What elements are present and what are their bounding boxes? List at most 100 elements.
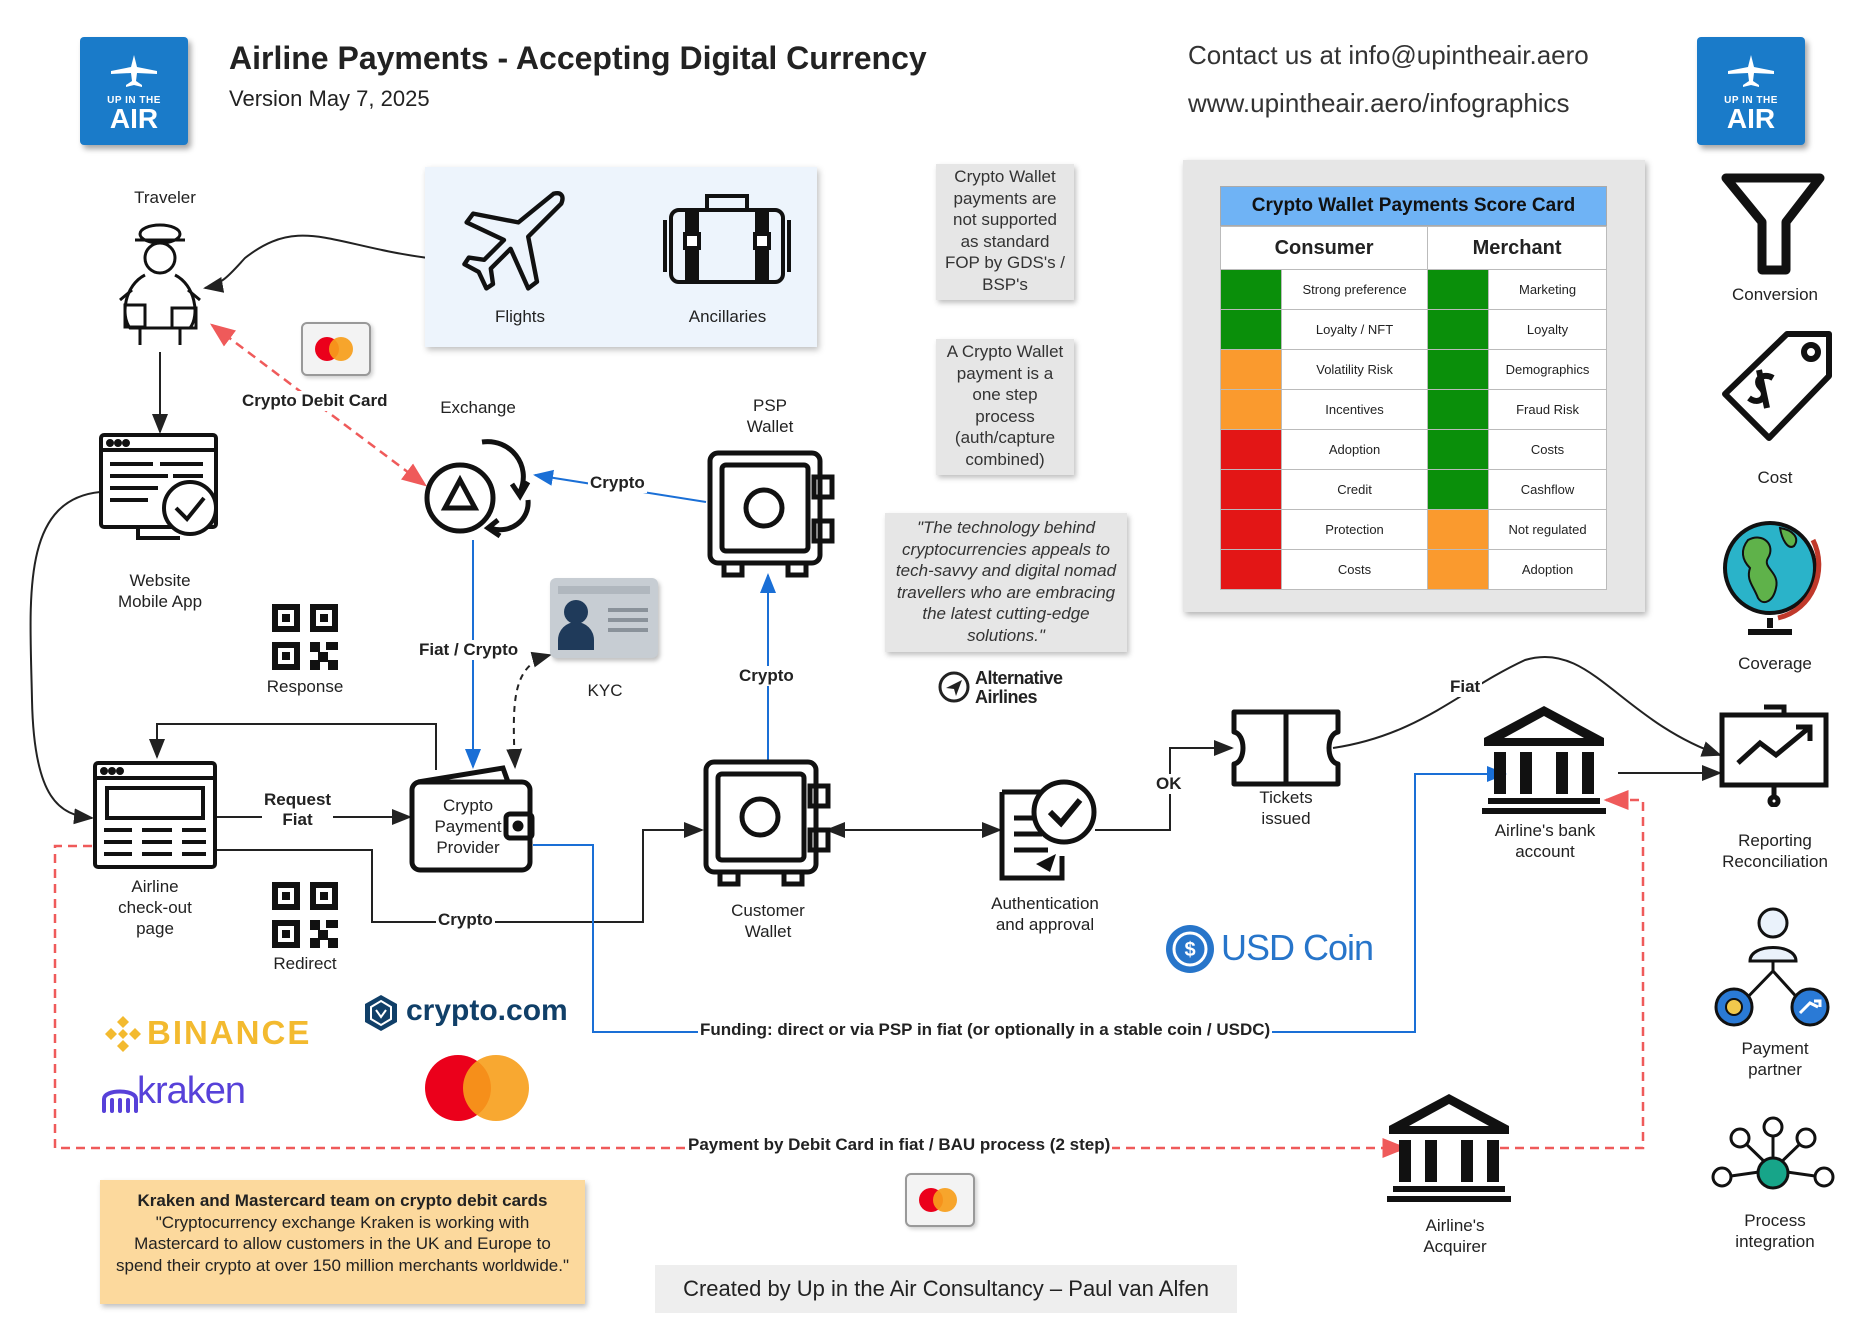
binance-icon: [105, 1016, 141, 1052]
note-line: tech-savvy and digital nomad: [895, 561, 1117, 580]
usd-coin-logo: USD Coin: [1221, 927, 1374, 968]
score-cell: [1220, 269, 1282, 310]
kraken-icon: [102, 1089, 138, 1113]
score-cell: [1220, 429, 1282, 470]
score-cell: [1427, 429, 1490, 470]
svg-text:$: $: [1184, 939, 1195, 961]
score-cell: [1220, 309, 1282, 350]
authentication-label: Authentication and approval: [975, 893, 1115, 935]
score-label: Cashflow: [1488, 469, 1607, 510]
version-label: Version May 7, 2025: [229, 86, 430, 111]
score-label: Not regulated: [1488, 509, 1607, 550]
luggage-icon: [663, 194, 791, 284]
website-link[interactable]: www.upintheair.aero/infographics: [1188, 88, 1570, 118]
tickets-label-line1: Tickets: [1259, 788, 1313, 807]
auth-label-line2: and approval: [995, 915, 1095, 934]
bank-label-line2: account: [1515, 842, 1575, 861]
authentication-icon: [999, 779, 1097, 881]
website-label: Website Mobile App: [100, 570, 220, 612]
bank-icon: [1482, 706, 1606, 814]
edge-cpp-checkout: [149, 723, 437, 770]
tickets-label: Tickets issued: [1236, 787, 1336, 829]
website-icon: [99, 433, 218, 540]
score-label: Costs: [1488, 429, 1607, 470]
products-box: [425, 167, 817, 347]
acquirer-label-line2: Acquirer: [1423, 1237, 1487, 1256]
note-line: payments are: [953, 188, 1057, 208]
edge-website-checkout: [29, 491, 101, 825]
score-label: Volatility Risk: [1280, 349, 1429, 390]
reporting-label: Reporting Reconciliation: [1705, 830, 1845, 872]
alternative-airlines-logo-icon: [938, 671, 970, 703]
funding-label: Funding: direct or via PSP in fiat (or o…: [698, 1020, 1273, 1040]
note-line: (auth/capture: [954, 428, 1056, 447]
alt-airlines-line1: Alternative: [975, 668, 1063, 688]
process-label-line2: integration: [1735, 1232, 1815, 1251]
score-label: Costs: [1280, 549, 1429, 590]
globe-icon: [1723, 521, 1822, 635]
footer-credit: Created by Up in the Air Consultancy – P…: [655, 1265, 1237, 1313]
checkout-label-line2: check-out: [118, 898, 192, 917]
note-line: FOP by GDS's /: [944, 253, 1066, 272]
website-label-line1: Website: [129, 571, 191, 590]
traveler-icon: [119, 223, 201, 345]
process-integration-label: Process integration: [1705, 1210, 1845, 1252]
mastercard-card-icon: [301, 322, 371, 376]
score-cell: [1220, 509, 1282, 550]
id-card-icon: [550, 578, 658, 658]
debit-card-flow-label: Payment by Debit Card in fiat / BAU proc…: [686, 1135, 1113, 1155]
redirect-label: Redirect: [273, 954, 337, 973]
note-line: process: [975, 406, 1035, 426]
edge-flights-traveler: [203, 234, 429, 293]
checkout-label-line1: Airline: [131, 877, 179, 896]
customer-wallet-label-line2: Wallet: [744, 922, 792, 941]
contact-link[interactable]: Contact us at info@upintheair.aero: [1188, 40, 1589, 70]
logo-small-text: UP IN THE: [107, 95, 161, 106]
ticket-icon: [1231, 709, 1341, 787]
crypto-psp-exchange-label: Crypto: [588, 473, 647, 493]
kraken-logo: kraken: [137, 1070, 246, 1112]
payment-partner-label: Payment partner: [1705, 1038, 1845, 1080]
note-line: payment is a: [956, 363, 1054, 383]
payment-partner-icon: [1714, 907, 1830, 1027]
crypto-wallet-psp-label: Crypto: [737, 666, 796, 686]
acquirer-label-line1: Airline's: [1425, 1216, 1485, 1235]
score-label: Loyalty: [1488, 309, 1607, 350]
checkout-label: Airline check-out page: [95, 876, 215, 939]
score-cell: [1427, 509, 1490, 550]
cpp-label-line1: Crypto: [442, 796, 494, 815]
note-line: combined): [965, 449, 1045, 469]
crypto-checkout-wallet-label: Crypto: [436, 910, 495, 930]
cpp-label-line2: Payment: [434, 817, 502, 836]
customer-wallet-label-line1: Customer: [731, 901, 805, 920]
bank-icon: [1387, 1094, 1511, 1202]
page-title: Airline Payments - Accepting Digital Cur…: [229, 40, 927, 76]
note-line: BSP's: [982, 274, 1028, 294]
process-integration-icon: [1711, 1116, 1835, 1190]
crypto-payment-provider-label: Crypto Payment Provider: [418, 795, 518, 858]
score-cell: [1427, 269, 1490, 310]
score-cell: [1427, 549, 1490, 590]
fiat-label: Fiat: [1448, 677, 1483, 697]
score-cell: [1427, 309, 1490, 350]
qr-code-icon: [272, 882, 338, 948]
exchange-icon: [424, 439, 531, 539]
kraken-mastercard-note: Kraken and Mastercard team on crypto deb…: [100, 1180, 585, 1304]
reporting-label-line2: Reconciliation: [1722, 852, 1828, 871]
binance-logo: BINANCE: [147, 1014, 312, 1051]
score-cell: [1220, 549, 1282, 590]
response-label: Response: [266, 677, 344, 696]
kyc-label: KYC: [587, 681, 623, 700]
reporting-label-line1: Reporting: [1738, 831, 1812, 850]
note-line: "The technology behind: [916, 518, 1096, 537]
bank-label-line1: Airline's bank: [1494, 821, 1596, 840]
qr-code-icon: [272, 604, 338, 670]
gds-bsp-note: Crypto Wallet payments are not supported…: [936, 164, 1074, 300]
mastercard-card-icon: [905, 1173, 975, 1227]
price-tag-icon: [1722, 331, 1832, 441]
